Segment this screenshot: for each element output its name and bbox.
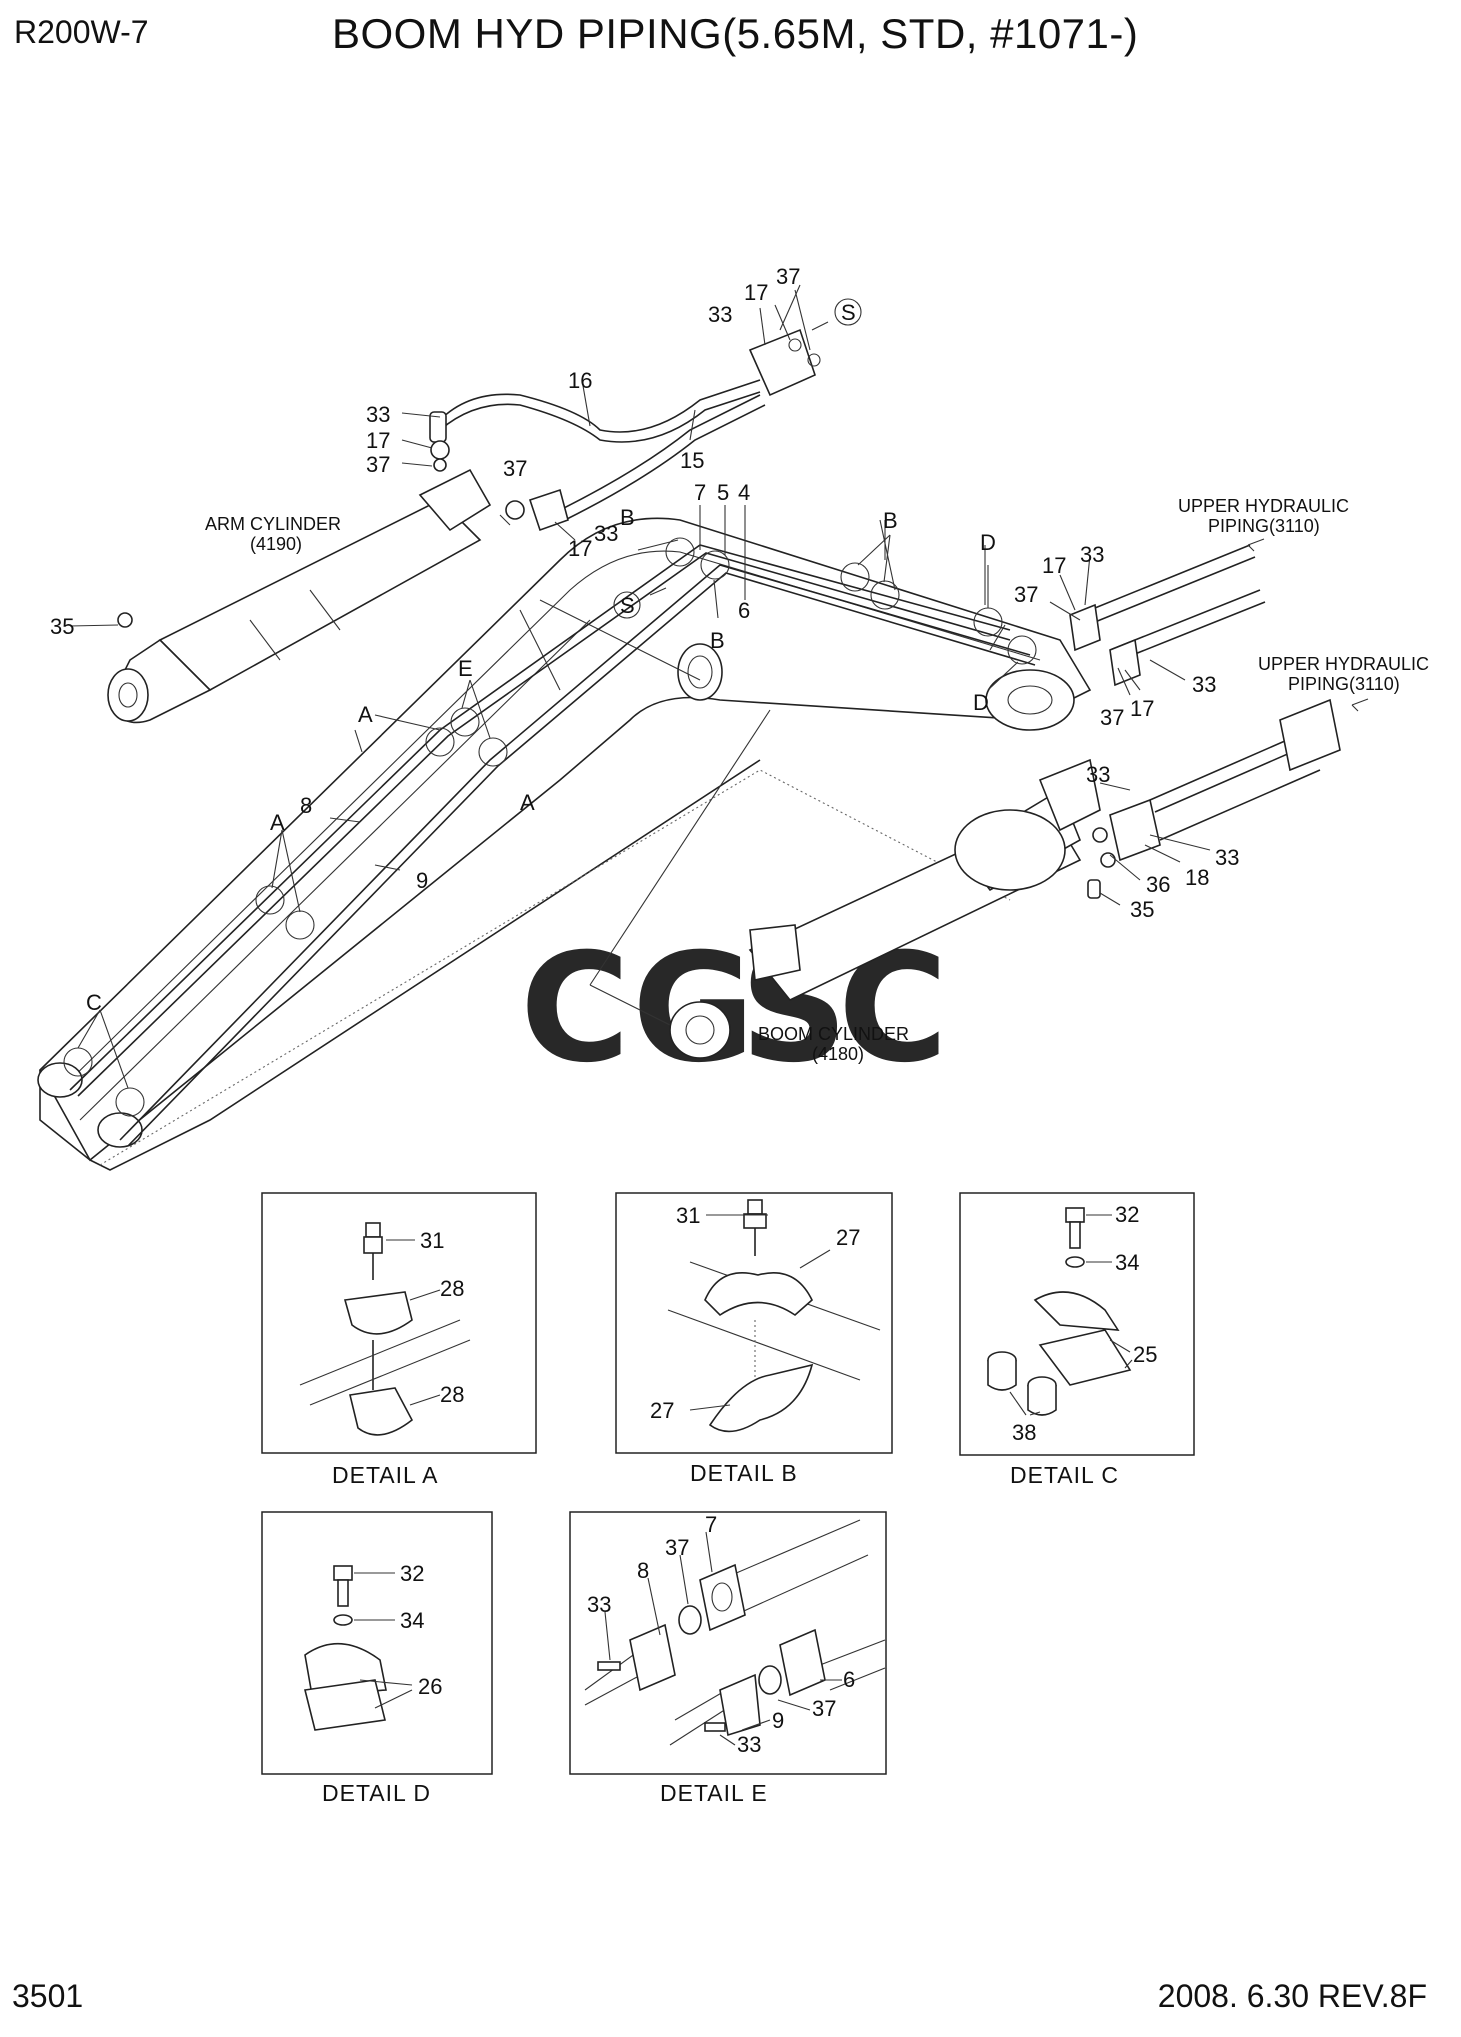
boom-cylinder-ref: (4180) [812, 1044, 864, 1064]
view-s-label-top: S [841, 300, 856, 325]
detail-b-callout-31: 31 [676, 1203, 700, 1228]
model-code: R200W-7 [14, 14, 149, 50]
callout-33-right-lower: 33 [1192, 672, 1216, 697]
callout-33-cyl: 33 [1215, 845, 1239, 870]
view-s-markers: S S [613, 298, 862, 619]
callout-37-right: 37 [1014, 582, 1038, 607]
callout-17-mid: 17 [568, 536, 592, 561]
detail-letter-d-upper: D [980, 530, 996, 555]
detail-a: 31 28 28 DETAIL A [261, 1192, 537, 1488]
arm-cylinder-label: ARM CYLINDER [205, 514, 341, 534]
boom-cylinder [669, 758, 1101, 1059]
callout-37-hose: 37 [366, 452, 390, 477]
detail-c-callout-34: 34 [1115, 1250, 1139, 1275]
callout-33-cyl-top: 33 [1086, 762, 1110, 787]
upper-hydraulic-label-1: UPPER HYDRAULIC [1178, 496, 1349, 516]
page-title: BOOM HYD PIPING(5.65M, STD, #1071-) [332, 10, 1139, 57]
callout-33-top: 33 [708, 302, 732, 327]
detail-d: 32 34 26 DETAIL D [261, 1511, 493, 1806]
detail-e: 7 37 8 33 6 37 9 33 DETAIL E [569, 1511, 887, 1806]
detail-e-callout-8: 8 [637, 1558, 649, 1583]
detail-c-callout-32: 32 [1115, 1202, 1139, 1227]
detail-letters: B B B D D A A A E C [86, 505, 996, 1015]
arm-cylinder [107, 468, 492, 724]
detail-b-caption: DETAIL B [690, 1460, 798, 1486]
callout-8: 8 [300, 793, 312, 818]
callout-36: 36 [1146, 872, 1170, 897]
component-labels: ARM CYLINDER (4190) BOOM CYLINDER (4180)… [205, 496, 1429, 1064]
leader-lines [69, 284, 1211, 1089]
boom-structure [37, 517, 1092, 1171]
detail-a-callout-28-top: 28 [440, 1276, 464, 1301]
detail-d-callout-34: 34 [400, 1608, 424, 1633]
revision-date: 2008. 6.30 REV.8F [1157, 1978, 1427, 2014]
callout-35-arm: 35 [50, 614, 74, 639]
detail-letter-d-lower: D [973, 690, 989, 715]
callout-4: 4 [738, 480, 750, 505]
detail-c: 32 34 25 38 DETAIL C [959, 1192, 1195, 1488]
callout-15: 15 [680, 448, 704, 473]
callout-33-hose: 33 [366, 402, 390, 427]
detail-c-callout-38: 38 [1012, 1420, 1036, 1445]
detail-a-callout-31: 31 [420, 1228, 444, 1253]
callout-5: 5 [717, 480, 729, 505]
detail-d-callout-32: 32 [400, 1561, 424, 1586]
detail-e-callout-33-top: 33 [587, 1592, 611, 1617]
upper-hydraulic-ref-1: PIPING(3110) [1208, 516, 1320, 536]
callout-17-right-lower: 17 [1130, 696, 1154, 721]
upper-hydraulic-label-2: UPPER HYDRAULIC [1258, 654, 1429, 674]
detail-letter-e: E [458, 656, 473, 681]
boom-cylinder-label: BOOM CYLINDER [758, 1024, 909, 1044]
upper-hoses [429, 328, 821, 532]
callout-37-right-lower: 37 [1100, 705, 1124, 730]
detail-c-caption: DETAIL C [1010, 1462, 1119, 1488]
detail-c-callout-25: 25 [1133, 1342, 1157, 1367]
upper-hydraulic-ref-2: PIPING(3110) [1288, 674, 1400, 694]
detail-d-callout-26: 26 [418, 1674, 442, 1699]
callout-33-right: 33 [1080, 542, 1104, 567]
callout-17-right: 17 [1042, 553, 1066, 578]
detail-e-callout-9: 9 [772, 1708, 784, 1733]
detail-e-callout-37-bottom: 37 [812, 1696, 836, 1721]
detail-e-callout-37-top: 37 [665, 1535, 689, 1560]
detail-a-callout-28-bottom: 28 [440, 1382, 464, 1407]
callout-17-hose: 17 [366, 428, 390, 453]
boom-foot-pin-right [97, 1112, 143, 1148]
detail-e-caption: DETAIL E [660, 1780, 768, 1806]
callout-37-mid: 37 [503, 456, 527, 481]
detail-e-callout-7: 7 [705, 1512, 717, 1537]
callout-6: 6 [738, 598, 750, 623]
view-s-label-boom: S [620, 593, 635, 618]
detail-letter-b-upper: B [620, 505, 635, 530]
main-callouts: 37 17 33 16 15 33 17 37 37 17 33 7 5 4 6… [50, 264, 1239, 922]
detail-a-caption: DETAIL A [332, 1462, 438, 1488]
callout-35-cyl: 35 [1130, 897, 1154, 922]
detail-letter-c: C [86, 990, 102, 1015]
detail-letter-b-right: B [883, 508, 898, 533]
boom-pipes [63, 537, 1037, 1147]
callout-37-top: 37 [776, 264, 800, 289]
callout-7: 7 [694, 480, 706, 505]
detail-letter-a-left: A [270, 810, 285, 835]
detail-b: 31 27 27 DETAIL B [615, 1192, 893, 1486]
callout-16: 16 [568, 368, 592, 393]
detail-letter-b-lower: B [710, 628, 725, 653]
detail-e-callout-33-bottom: 33 [737, 1732, 761, 1757]
page-number: 3501 [12, 1978, 84, 2014]
detail-e-callout-6: 6 [843, 1667, 855, 1692]
callout-17-top: 17 [744, 280, 768, 305]
arm-cylinder-ref: (4190) [250, 534, 302, 554]
watermark: C G S C [520, 922, 948, 1096]
detail-d-caption: DETAIL D [322, 1780, 431, 1806]
detail-letter-a-lower: A [520, 790, 535, 815]
boom-foot-pin-left [37, 1062, 83, 1098]
detail-letter-a-upper: A [358, 702, 373, 727]
callout-18: 18 [1185, 865, 1209, 890]
detail-b-callout-27-bottom: 27 [650, 1398, 674, 1423]
callout-33-mid: 33 [594, 521, 618, 546]
detail-b-callout-27-top: 27 [836, 1225, 860, 1250]
callout-9: 9 [416, 868, 428, 893]
